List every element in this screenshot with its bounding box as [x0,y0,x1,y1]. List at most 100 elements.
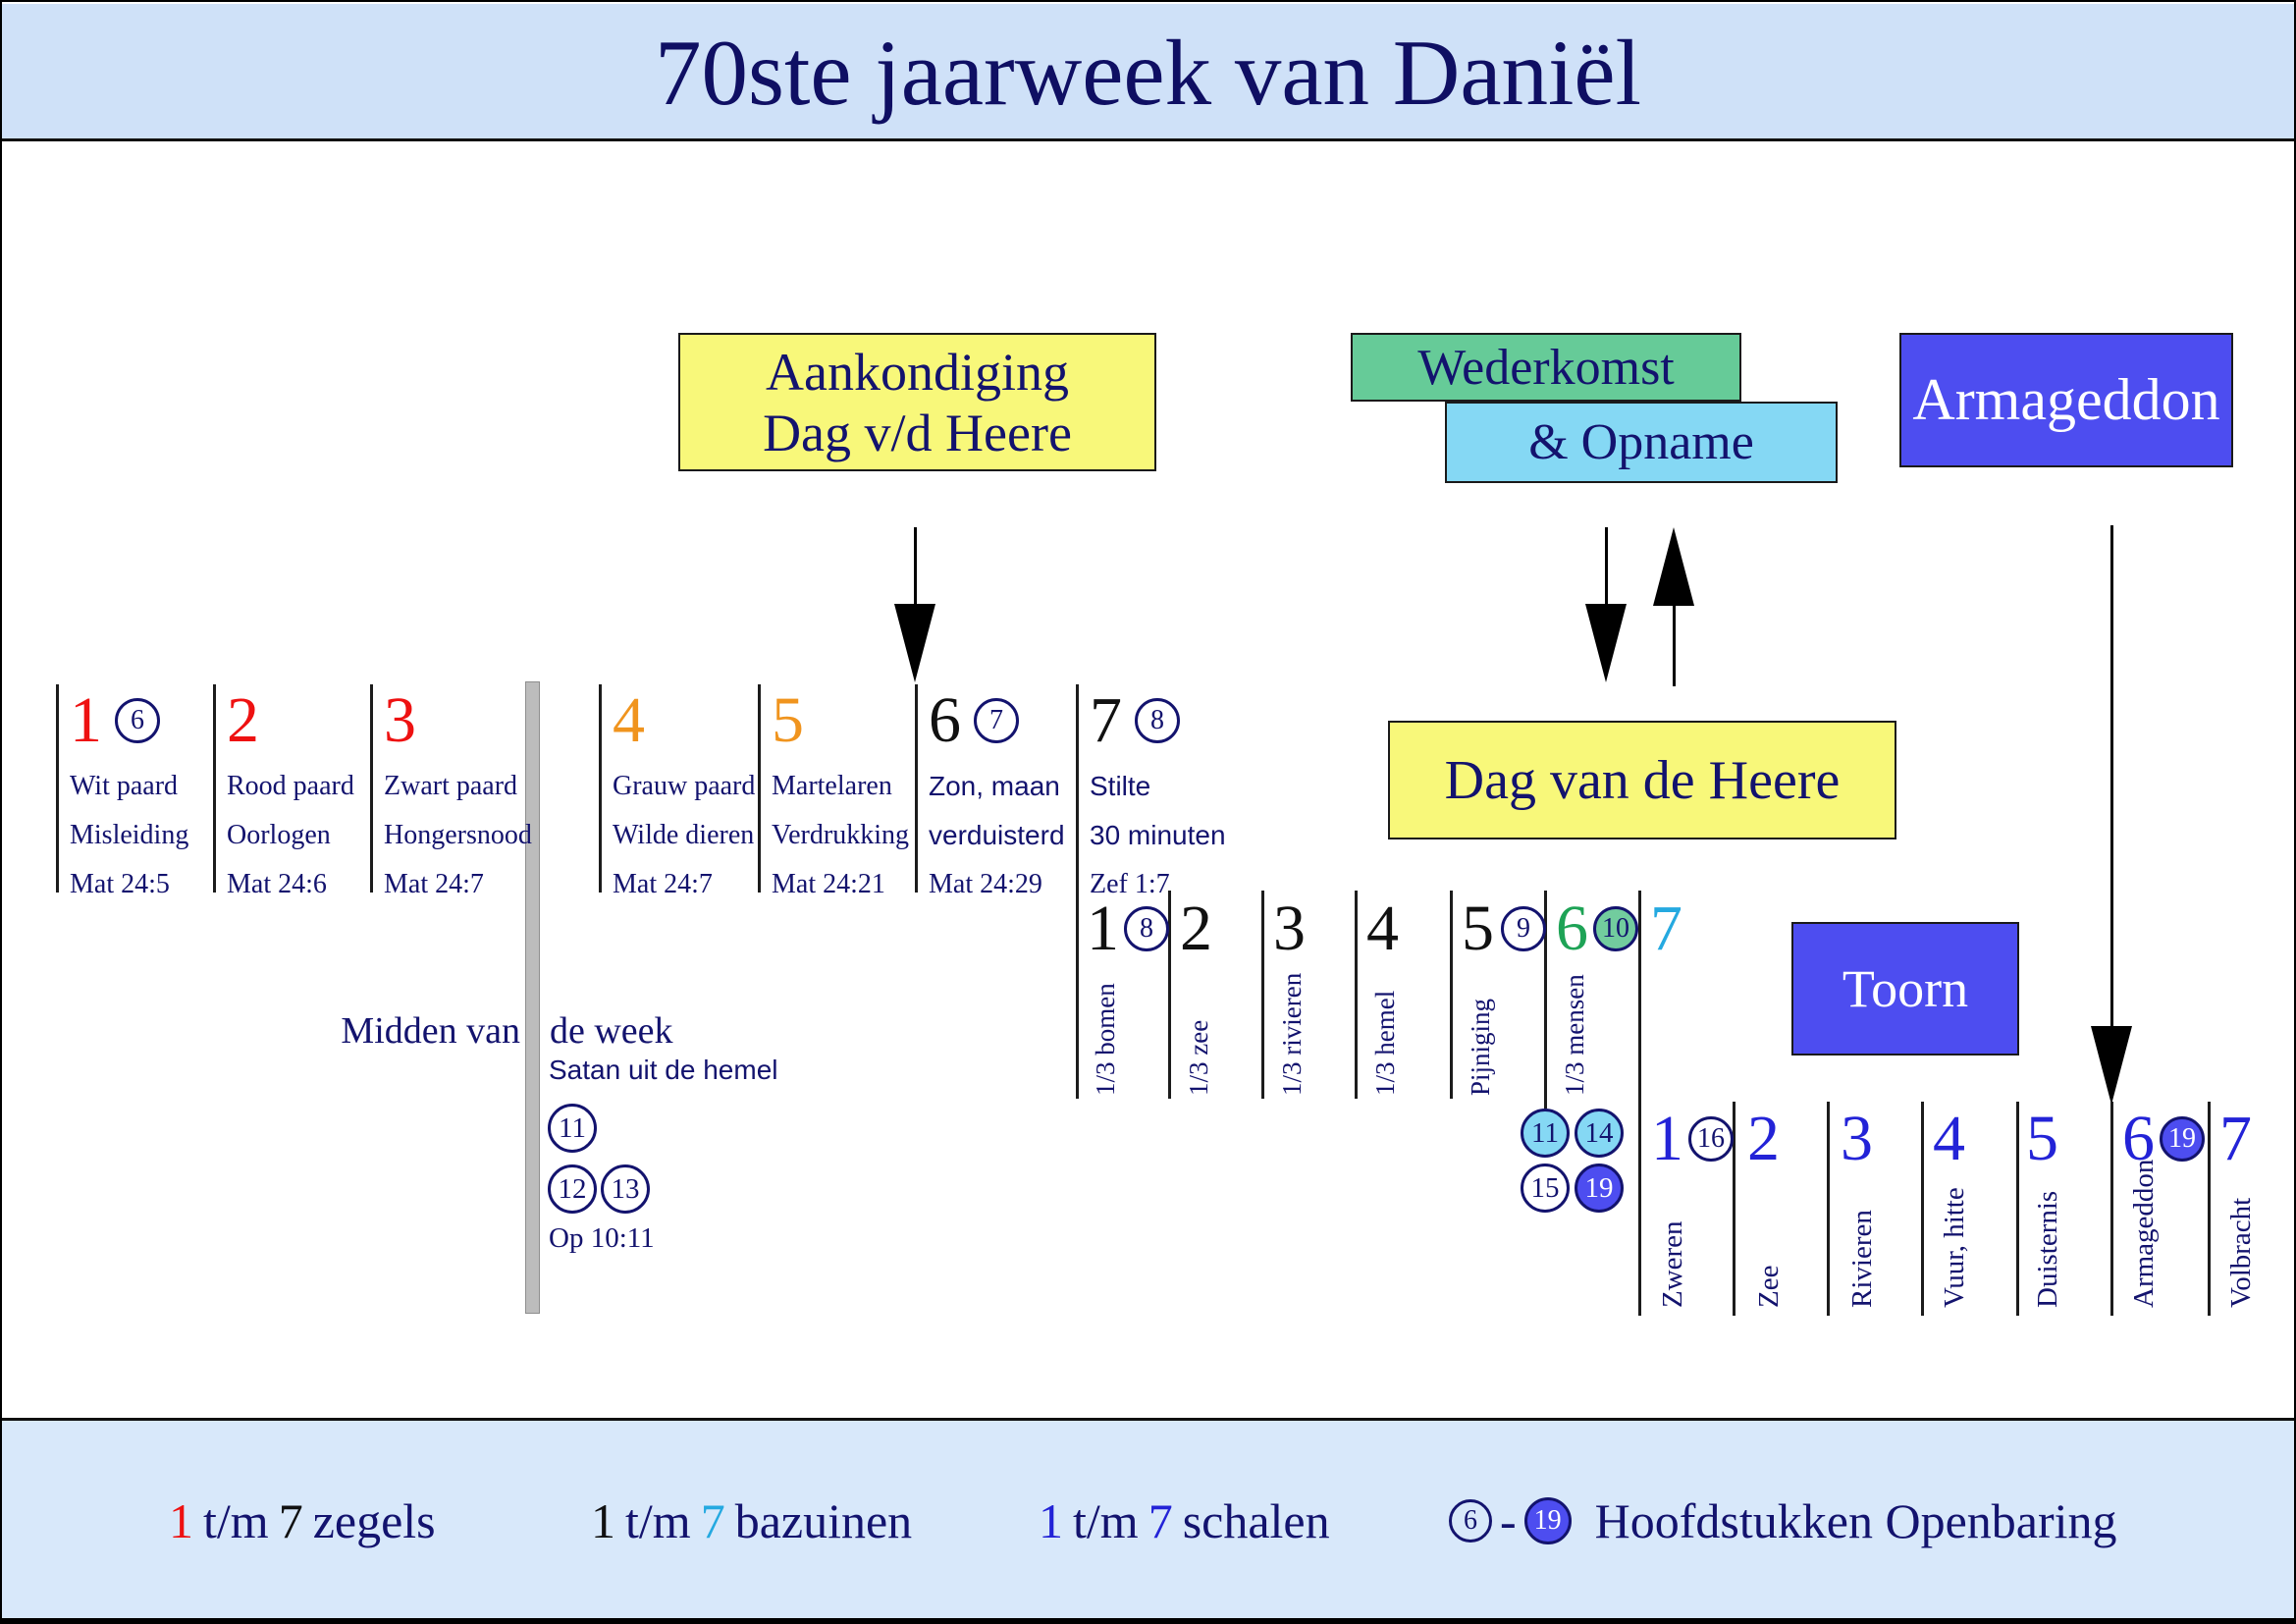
trumpet-2: 2 1/3 zee [1180,893,1213,1097]
chapter-circle-open: 6 [1449,1499,1492,1543]
trumpet-4: 4 1/3 hemel [1366,893,1400,1097]
seal-divider [213,684,216,893]
trumpet-1: 1 8 1/3 bomen [1087,893,1169,1096]
bowl-number: 5 [2026,1103,2058,1174]
bowl-4: 4 Vuur, hitte [1933,1103,1970,1309]
opname-up-arrow-head-icon [1653,527,1694,606]
chapter-circle: 8 [1135,698,1180,743]
title-bar [2,4,2294,141]
opname-box: & Opname [1445,402,1838,483]
trumpet-number: 2 [1180,893,1212,964]
chapter-circle-filled: 19 [1523,1497,1572,1544]
dag-van-de-heere-box: Dag van de Heere [1388,721,1896,839]
chapter-circle-11: 11 [548,1104,597,1153]
bowl-6: 6 19 Armageddon [2122,1103,2205,1308]
seal-number: 3 [384,684,416,756]
trumpet-5: 5 9 Pijniging [1462,893,1546,1096]
seal-divider [599,684,602,893]
toorn-box: Toorn [1791,922,2019,1056]
mid-week-label-left: Midden van [341,1010,520,1052]
satan-reference: Op 10:11 [549,1222,655,1254]
bowl-2: 2 Zee [1747,1103,1785,1309]
seal-divider [56,684,59,893]
chapter-circle-13: 13 [601,1164,650,1214]
trumpet-divider [1168,891,1171,1099]
bowl-number: 7 [2219,1103,2252,1174]
chapter-circle: 16 [1688,1116,1734,1162]
chapter-circle-12: 12 [548,1164,597,1214]
satan-label: Satan uit de hemel [549,1055,778,1085]
aankondiging-box: Aankondiging Dag v/d Heere [678,333,1156,471]
legend-schalen: 1 t/m 7 schalen [1039,1493,1330,1548]
bowl-3: 3 Rivieren [1841,1103,1878,1309]
seal-number: 1 [70,684,102,756]
mid-week-bar [525,681,540,1314]
trumpet-7: 7 [1650,893,1682,964]
bowl-divider [2016,1102,2019,1316]
seal-5: 5 Martelaren Verdrukking Mat 24:21 [772,684,909,900]
trumpet-number: 7 [1650,893,1682,964]
bowl-divider [2208,1102,2211,1316]
chapter-circle: 9 [1501,906,1546,951]
seal-number: 2 [227,684,259,756]
armageddon-arrow-line [2110,525,2113,1028]
page-title: 70ste jaarweek van Daniël [655,21,1641,125]
bowl-divider [1733,1102,1735,1316]
bowl-divider [1827,1102,1830,1316]
mid-week-label-right: de week [550,1010,673,1052]
chapter-circle: 6 [115,698,160,743]
legend-bar [2,1418,2294,1621]
armageddon-arrow-head-icon [2091,1026,2132,1105]
opname-up-arrow-line [1673,604,1676,686]
aankondiging-line1: Aankondiging [766,342,1069,402]
trumpet-6: 6 10 1/3 mensen [1556,893,1638,1096]
wederkomst-down-arrow-line [1605,527,1608,606]
bowl-number: 3 [1841,1103,1873,1174]
trumpet-number: 5 [1462,893,1494,964]
armageddon-box: Armageddon [1899,333,2233,467]
bowl-7: 7 Volbracht [2219,1103,2257,1309]
seal-number: 4 [613,684,645,756]
trumpet-number: 1 [1087,893,1119,964]
chapter-circle-15: 15 [1521,1164,1570,1213]
bowl-number: 2 [1747,1103,1780,1174]
bowl-5: 5 Duisternis [2026,1103,2063,1309]
seal-3: 3 Zwart paard Hongersnood Mat 24:7 [384,684,532,900]
trumpet-bowl-divider [1638,891,1641,1316]
bowl-number: 1 [1651,1103,1683,1174]
chapter-circle: 10 [1593,906,1638,951]
bowl-number: 6 [2122,1103,2155,1174]
seal-7: 7 8 Stilte 30 minuten Zef 1:7 [1090,684,1226,900]
legend-zegels: 1 t/m 7 zegels [169,1493,436,1548]
chapter-circle-11b: 11 [1521,1109,1570,1158]
seal-divider [915,684,918,893]
bowl-divider [1921,1102,1924,1316]
seal-divider [370,684,373,893]
trumpet-divider [1076,891,1079,1099]
seal-divider [1076,684,1079,893]
bowl-divider [2110,1102,2113,1316]
aankondiging-line2: Dag v/d Heere [763,403,1072,462]
seal-divider [758,684,761,893]
bowl-1: 1 16 Zweren [1651,1103,1734,1308]
chapter-circle-19b: 19 [1575,1164,1624,1213]
trumpet-number: 3 [1273,893,1306,964]
bottom-border [2,1618,2294,1622]
seal-number: 5 [772,684,804,756]
trumpet-number: 4 [1366,893,1399,964]
legend-hoofdstukken: 6 - 19 Hoofdstukken Openbaring [1449,1492,2117,1549]
aankondiging-arrow-head-icon [894,604,935,682]
chapter-circle: 7 [974,698,1019,743]
wederkomst-down-arrow-head-icon [1585,604,1627,682]
chapter-circle: 19 [2160,1116,2205,1162]
seal-2: 2 Rood paard Oorlogen Mat 24:6 [227,684,354,900]
chapter-circle-14: 14 [1575,1109,1624,1158]
trumpet-divider [1261,891,1264,1099]
bowl-number: 4 [1933,1103,1965,1174]
trumpet-divider [1355,891,1358,1099]
trumpet-3: 3 1/3 rivieren [1273,893,1307,1097]
trumpet-divider [1450,891,1453,1099]
trumpet-number: 6 [1556,893,1588,964]
seal-1: 1 6 Wit paard Misleiding Mat 24:5 [70,684,189,900]
